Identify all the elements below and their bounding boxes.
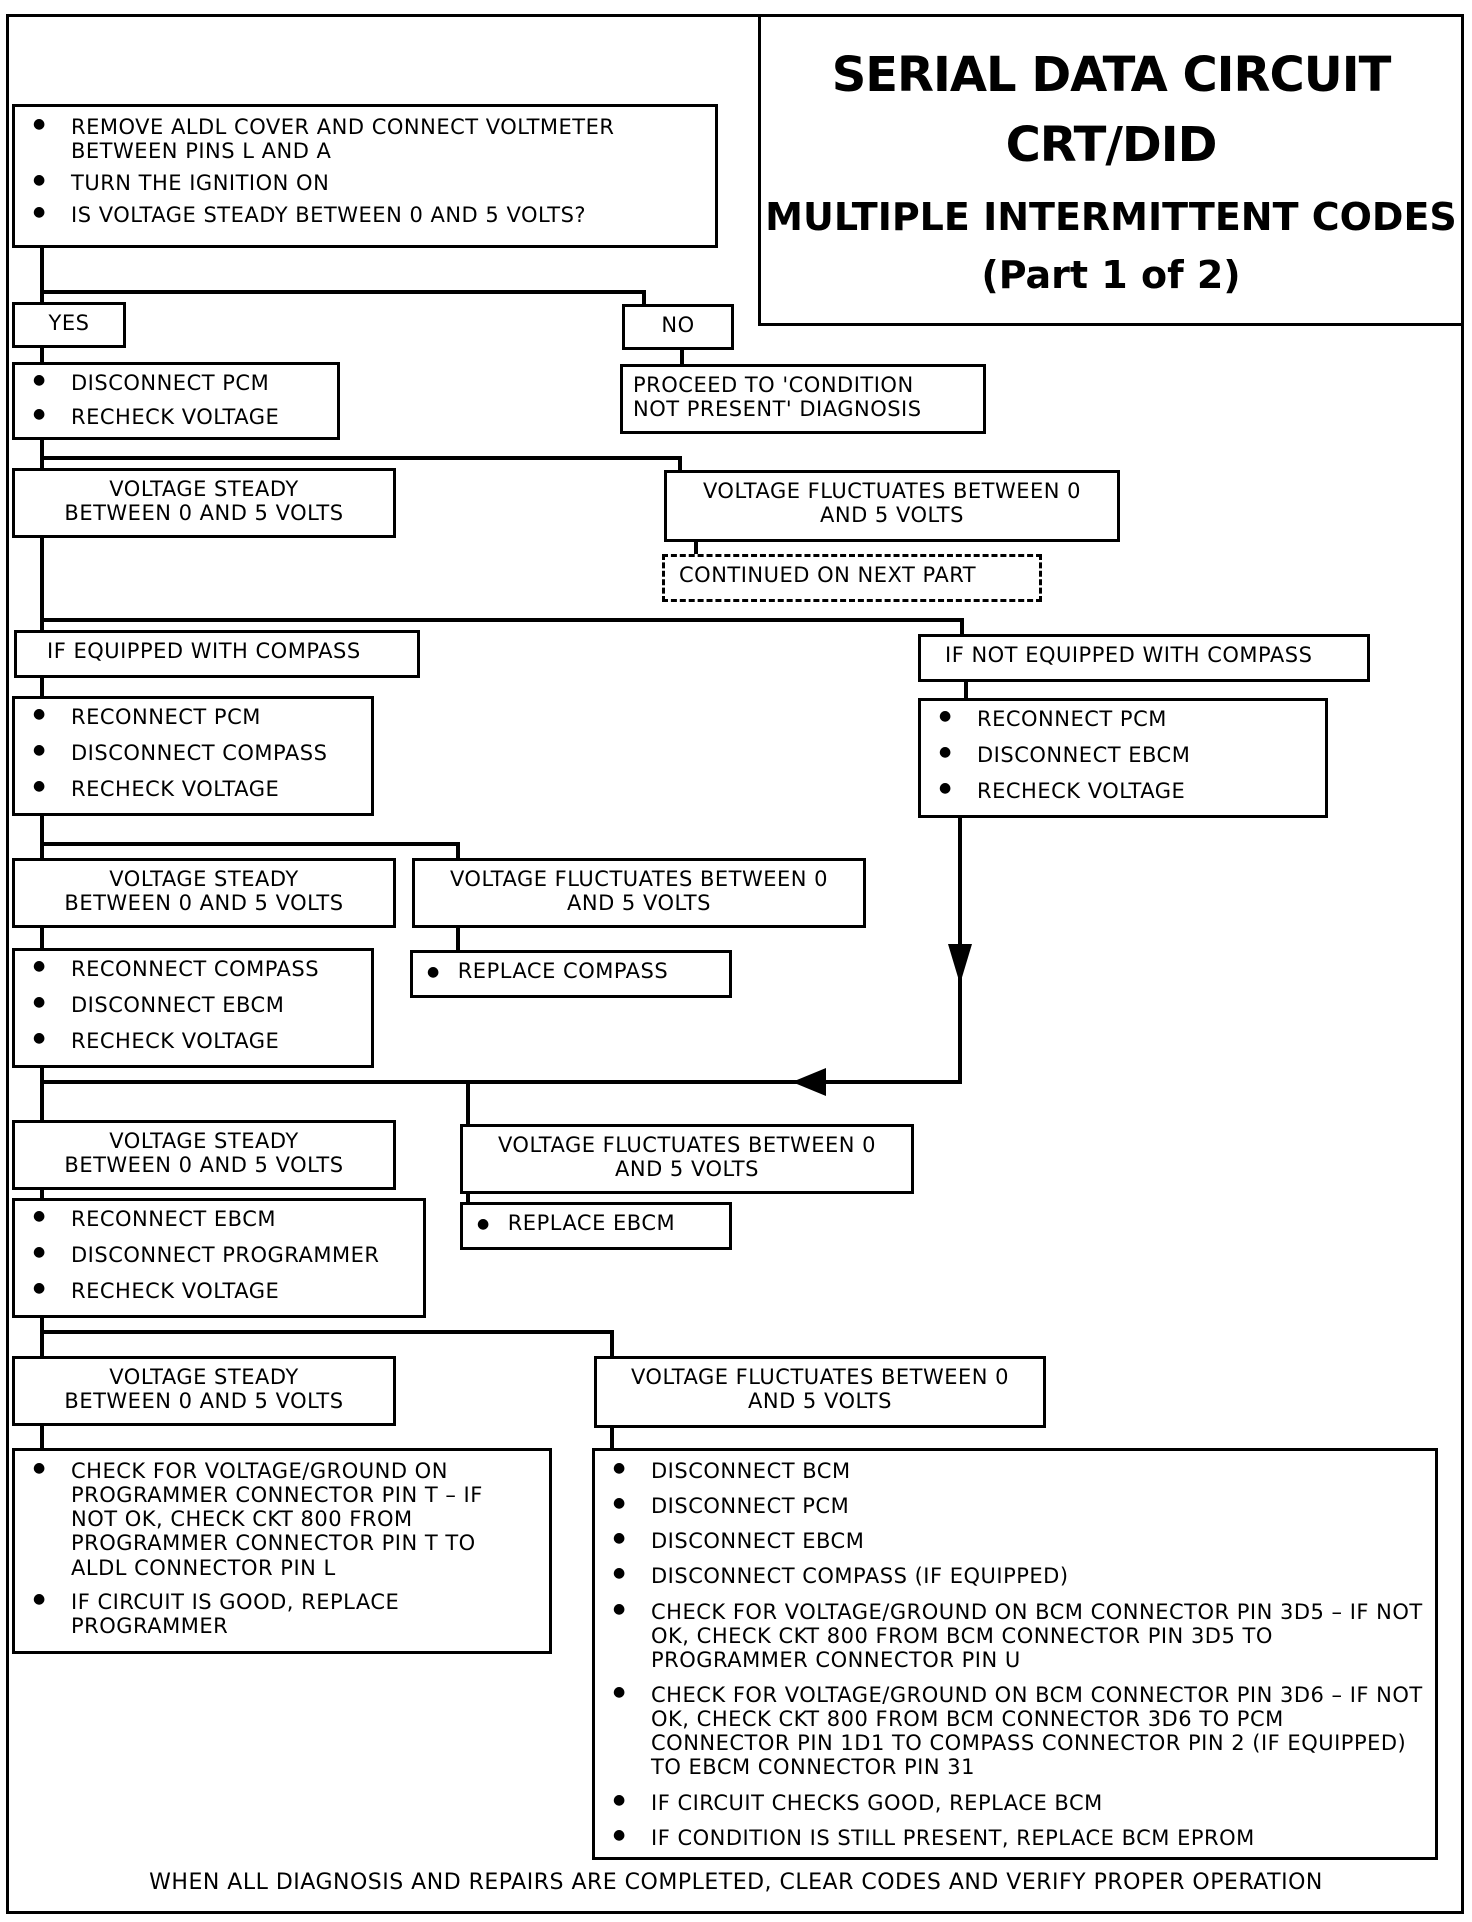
continued-box: CONTINUED ON NEXT PART: [662, 554, 1042, 602]
title-line-1: SERIAL DATA CIRCUIT: [831, 47, 1392, 103]
list-item: DISCONNECT COMPASS (IF EQUIPPED): [605, 1564, 1425, 1588]
list-item: IF CONDITION IS STILL PRESENT, REPLACE B…: [605, 1826, 1425, 1850]
step-ebcm-box: RECONNECT COMPASS DISCONNECT EBCM RECHEC…: [12, 948, 374, 1068]
connector-line: [466, 1190, 470, 1206]
result1-fluct: VOLTAGE FLUCTUATES BETWEEN 0 AND 5 VOLTS: [664, 470, 1120, 542]
connector-line: [680, 350, 684, 366]
connector-line: [40, 1330, 614, 1334]
no-action-box: PROCEED TO 'CONDITION NOT PRESENT' DIAGN…: [620, 364, 986, 434]
list-item: IS VOLTAGE STEADY BETWEEN 0 AND 5 VOLTS?: [25, 203, 705, 227]
arrow-down-icon: [948, 944, 972, 984]
list-item: REMOVE ALDL COVER AND CONNECT VOLTMETER …: [25, 115, 705, 163]
compass-not-equipped-label: IF NOT EQUIPPED WITH COMPASS: [918, 634, 1370, 682]
replace-compass-text: REPLACE COMPASS: [457, 959, 669, 983]
connector-line: [642, 290, 646, 306]
connector-line: [40, 244, 44, 304]
list-item: RECONNECT EBCM: [25, 1207, 413, 1231]
list-item: RECHECK VOLTAGE: [931, 779, 1315, 803]
list-item: RECONNECT PCM: [931, 707, 1315, 731]
connector-line: [960, 618, 964, 634]
connector-line: [40, 1424, 44, 1454]
connector-line: [40, 1080, 962, 1084]
connector-line: [40, 1080, 470, 1084]
title-line-2: CRT/DID: [1005, 117, 1218, 173]
result4-fluct: VOLTAGE FLUCTUATES BETWEEN 0 AND 5 VOLTS: [594, 1356, 1046, 1428]
list-item: RECONNECT PCM: [25, 705, 361, 729]
list-item: CHECK FOR VOLTAGE/GROUND ON PROGRAMMER C…: [25, 1459, 539, 1580]
connector-line: [456, 842, 460, 862]
compass-equipped-label: IF EQUIPPED WITH COMPASS: [14, 630, 420, 678]
result4-steady: VOLTAGE STEADY BETWEEN 0 AND 5 VOLTS: [12, 1356, 396, 1426]
result2-steady: VOLTAGE STEADY BETWEEN 0 AND 5 VOLTS: [12, 858, 396, 928]
connector-line: [40, 676, 44, 698]
connector-line: [40, 842, 460, 846]
list-item: IF CIRCUIT CHECKS GOOD, REPLACE BCM: [605, 1791, 1425, 1815]
connector-line: [456, 926, 460, 954]
connector-line: [964, 680, 968, 702]
yes-label: YES: [12, 302, 126, 348]
replace-ebcm-text: REPLACE EBCM: [507, 1211, 676, 1235]
page-frame: [6, 14, 1464, 1914]
connector-line: [610, 1330, 614, 1360]
result2-fluct: VOLTAGE FLUCTUATES BETWEEN 0 AND 5 VOLTS: [412, 858, 866, 928]
list-item: TURN THE IGNITION ON: [25, 171, 705, 195]
list-item: RECHECK VOLTAGE: [25, 1279, 413, 1303]
list-item: DISCONNECT EBCM: [931, 743, 1315, 767]
connector-line: [610, 1426, 614, 1454]
step-compass-box: RECONNECT PCM DISCONNECT COMPASS RECHECK…: [12, 696, 374, 816]
connector-line: [40, 812, 44, 862]
connector-line: [40, 1314, 44, 1360]
connector-line: [40, 456, 682, 460]
list-item: DISCONNECT PROGRAMMER: [25, 1243, 413, 1267]
title-line-3: MULTIPLE INTERMITTENT CODES: [765, 195, 1457, 239]
replace-ebcm-box: ● REPLACE EBCM: [460, 1202, 732, 1250]
bullet-icon: ●: [477, 1216, 490, 1232]
list-item: RECHECK VOLTAGE: [25, 777, 361, 801]
title-block: SERIAL DATA CIRCUIT CRT/DID MULTIPLE INT…: [758, 14, 1464, 326]
list-item: RECONNECT COMPASS: [25, 957, 361, 981]
arrow-left-icon: [792, 1068, 826, 1096]
connector-line: [40, 348, 44, 364]
final-left-box: CHECK FOR VOLTAGE/GROUND ON PROGRAMMER C…: [12, 1448, 552, 1654]
list-item: DISCONNECT COMPASS: [25, 741, 361, 765]
connector-line: [40, 618, 964, 622]
step1-box: DISCONNECT PCM RECHECK VOLTAGE: [12, 362, 340, 440]
connector-line: [678, 456, 682, 472]
step-programmer-box: RECONNECT EBCM DISCONNECT PROGRAMMER REC…: [12, 1198, 426, 1318]
start-box: REMOVE ALDL COVER AND CONNECT VOLTMETER …: [12, 104, 718, 248]
list-item: DISCONNECT PCM: [25, 371, 327, 395]
connector-line: [40, 436, 44, 472]
connector-line: [466, 1080, 470, 1124]
list-item: CHECK FOR VOLTAGE/GROUND ON BCM CONNECTO…: [605, 1683, 1425, 1780]
list-item: DISCONNECT EBCM: [605, 1529, 1425, 1553]
no-label: NO: [622, 304, 734, 350]
connector-line: [40, 536, 44, 632]
connector-line: [694, 540, 698, 556]
list-item: RECHECK VOLTAGE: [25, 1029, 361, 1053]
result3-fluct: VOLTAGE FLUCTUATES BETWEEN 0 AND 5 VOLTS: [460, 1124, 914, 1194]
list-item: RECHECK VOLTAGE: [25, 405, 327, 429]
list-item: DISCONNECT EBCM: [25, 993, 361, 1017]
connector-line: [40, 924, 44, 950]
connector-line: [40, 1062, 44, 1124]
final-right-box: DISCONNECT BCM DISCONNECT PCM DISCONNECT…: [592, 1448, 1438, 1860]
list-item: DISCONNECT BCM: [605, 1459, 1425, 1483]
title-line-4: (Part 1 of 2): [981, 253, 1241, 297]
list-item: DISCONNECT PCM: [605, 1494, 1425, 1518]
connector-line: [40, 1186, 44, 1202]
footer-note: WHEN ALL DIAGNOSIS AND REPAIRS ARE COMPL…: [149, 1870, 1323, 1895]
list-item: IF CIRCUIT IS GOOD, REPLACE PROGRAMMER: [25, 1590, 539, 1638]
result1-steady: VOLTAGE STEADY BETWEEN 0 AND 5 VOLTS: [12, 468, 396, 538]
list-item: CHECK FOR VOLTAGE/GROUND ON BCM CONNECTO…: [605, 1600, 1425, 1672]
replace-compass-box: ● REPLACE COMPASS: [410, 950, 732, 998]
bullet-icon: ●: [427, 964, 440, 980]
connector-line: [40, 290, 646, 294]
result3-steady: VOLTAGE STEADY BETWEEN 0 AND 5 VOLTS: [12, 1120, 396, 1190]
step-nocompass-box: RECONNECT PCM DISCONNECT EBCM RECHECK VO…: [918, 698, 1328, 818]
